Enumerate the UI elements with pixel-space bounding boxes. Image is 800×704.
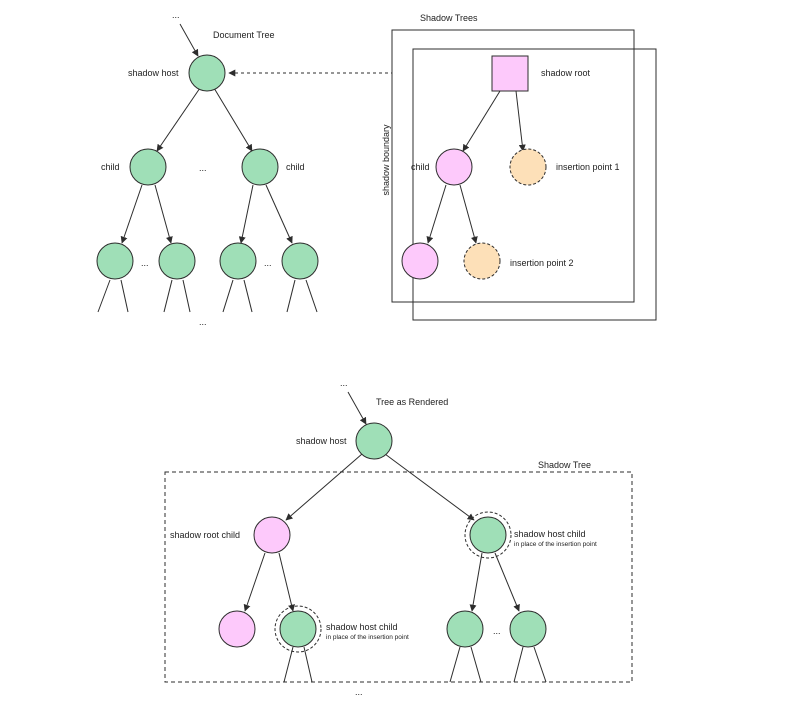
insertion-point-node — [463, 242, 501, 280]
shadow-leaf-node — [218, 610, 256, 648]
edge — [384, 453, 475, 521]
document-tree-edges — [97, 87, 318, 313]
ellipsis-leaves: ... — [493, 626, 501, 636]
edge — [265, 184, 293, 244]
shadow-root-node — [491, 55, 529, 92]
shadow-leaf-node — [401, 242, 439, 280]
shadow-child-node — [435, 148, 473, 186]
shadow-host-child-label: shadow host child — [326, 622, 398, 632]
leaf-edge — [97, 279, 111, 313]
ellipsis-leaves: ... — [141, 258, 149, 268]
leaf-edge — [449, 646, 461, 683]
rendered-tree: ... Tree as Rendered Shadow Tree shadow … — [164, 378, 633, 697]
edge — [494, 552, 520, 612]
child-node — [129, 148, 167, 186]
edge — [426, 184, 447, 244]
incoming-edge — [347, 391, 367, 425]
edge — [213, 87, 253, 152]
ellipsis-top: ... — [172, 10, 180, 20]
child-label-left: child — [101, 162, 120, 172]
edge — [156, 87, 201, 152]
leaf-node — [509, 610, 547, 648]
child-node — [241, 148, 279, 186]
document-tree-title: Document Tree — [213, 30, 275, 40]
leaf-edge — [305, 279, 318, 313]
shadow-boundary-label: shadow boundary — [381, 124, 391, 196]
rendered-edges — [243, 453, 547, 683]
edge — [238, 184, 254, 244]
leaf-edge — [303, 646, 313, 683]
insertion-point-1-label: insertion point 1 — [556, 162, 620, 172]
in-place-note: in place of the insertion point — [326, 634, 409, 641]
shadow-host-node — [355, 422, 393, 460]
ellipsis-bottom: ... — [199, 317, 207, 327]
shadow-tree-frame-front — [412, 48, 657, 321]
shadow-host-label: shadow host — [128, 68, 179, 78]
shadow-child-label: child — [411, 162, 430, 172]
shadow-tree-region — [164, 471, 633, 683]
leaf-edge — [283, 646, 294, 683]
ellipsis-children: ... — [199, 163, 207, 173]
shadow-host-child-node — [279, 610, 317, 648]
leaf-node — [446, 610, 484, 648]
shadow-root-child-label: shadow root child — [170, 530, 240, 540]
leaf-node — [96, 242, 134, 280]
insertion-point-node — [509, 148, 547, 186]
edge — [243, 552, 266, 612]
shadow-tree-label: Shadow Tree — [538, 460, 591, 470]
leaf-edge — [120, 279, 129, 313]
rendered-title: Tree as Rendered — [376, 397, 448, 407]
incoming-edge — [179, 23, 199, 57]
child-label-right: child — [286, 162, 305, 172]
shadow-trees-title: Shadow Trees — [420, 13, 478, 23]
edge — [278, 552, 295, 612]
leaf-node — [219, 242, 257, 280]
edge — [469, 552, 483, 612]
leaf-edge — [513, 646, 524, 683]
leaf-node — [158, 242, 196, 280]
shadow-root-label: shadow root — [541, 68, 591, 78]
shadow-host-node — [188, 54, 226, 92]
edge — [154, 184, 173, 244]
ellipsis-top: ... — [340, 378, 348, 388]
shadow-host-label: shadow host — [296, 436, 347, 446]
insertion-point-ring — [274, 605, 322, 653]
in-place-note: in place of the insertion point — [514, 541, 597, 548]
document-tree: ... Document Tree shadow host child ... — [96, 10, 319, 327]
leaf-edge — [286, 279, 296, 313]
edge — [120, 184, 143, 244]
shadow-root-child-node — [253, 516, 291, 554]
leaf-edge — [533, 646, 547, 683]
edge — [285, 453, 363, 521]
edge — [459, 184, 478, 244]
shadow-host-child-node — [469, 516, 507, 554]
shadow-tree-edges — [426, 90, 526, 244]
leaf-edge — [470, 646, 482, 683]
leaf-edge — [243, 279, 253, 313]
insertion-point-ring — [464, 511, 512, 559]
leaf-edge — [182, 279, 191, 313]
ellipsis-leaves: ... — [264, 258, 272, 268]
insertion-point-2-label: insertion point 2 — [510, 258, 574, 268]
shadow-host-child-label: shadow host child — [514, 529, 586, 539]
edge — [462, 90, 501, 152]
leaf-node — [281, 242, 319, 280]
leaf-edge — [222, 279, 234, 313]
leaf-edge — [163, 279, 173, 313]
ellipsis-bottom: ... — [355, 687, 363, 697]
edge — [515, 90, 526, 152]
shadow-trees: Shadow Trees shadow boundary shadow root… — [381, 13, 657, 321]
